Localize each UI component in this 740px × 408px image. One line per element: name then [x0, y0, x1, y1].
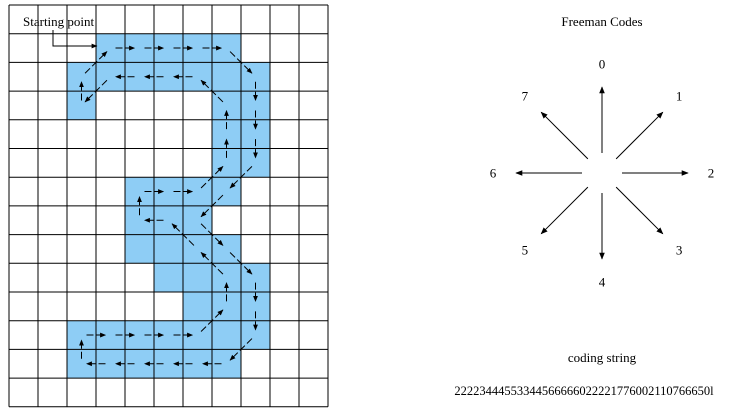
- chain-step-arrow: [229, 338, 253, 361]
- direction-7-arrow: [540, 111, 589, 160]
- freeman-codes-panel: Freeman Codes 0 1 2 3 4 5 6 7 coding string 222…: [454, 14, 714, 398]
- chain-step-arrow: [200, 223, 224, 246]
- direction-7-label: 7: [522, 88, 529, 103]
- chain-step-arrow: [84, 79, 108, 103]
- direction-5-label: 5: [522, 243, 529, 258]
- direction-3-label: 3: [676, 243, 683, 258]
- shape-cell: [154, 234, 183, 264]
- direction-6-label: 6: [490, 166, 497, 181]
- chain-step-arrow: [200, 309, 224, 332]
- chain-step-arrow: [200, 165, 224, 189]
- direction-1-arrow: [615, 111, 664, 160]
- chain-step-arrow: [200, 79, 224, 103]
- coding-string-label: coding string: [568, 350, 637, 365]
- chain-step-arrow: [171, 223, 195, 246]
- freeman-title: Freeman Codes: [561, 14, 642, 29]
- direction-1-label: 1: [676, 88, 683, 103]
- chain-step-arrow: [84, 51, 108, 74]
- grid-lines: [8, 4, 329, 408]
- direction-0-label: 0: [599, 57, 606, 72]
- direction-2-label: 2: [708, 166, 715, 181]
- grid-panel: Starting point: [8, 4, 329, 408]
- chain-step-arrow: [229, 252, 253, 275]
- shape-cell: [212, 62, 241, 92]
- direction-5-arrow: [540, 186, 589, 235]
- direction-3-arrow: [615, 186, 664, 235]
- coding-string-value: 2222344455334456666602222177600211076665…: [454, 384, 714, 398]
- starting-point-pointer: [52, 30, 98, 49]
- chain-step-arrow: [200, 252, 224, 275]
- shape-cell: [154, 263, 183, 292]
- shape-cell: [212, 320, 241, 350]
- boundary-chain-arrows: [79, 45, 258, 367]
- shape-cell: [125, 234, 154, 264]
- chain-step-arrow: [229, 51, 253, 74]
- direction-4-label: 4: [599, 275, 606, 290]
- chain-step-arrow: [229, 166, 253, 189]
- shape-cell: [183, 292, 212, 321]
- shape-cell: [183, 263, 212, 292]
- starting-point-label: Starting point: [23, 14, 95, 29]
- direction-compass: 0 1 2 3 4 5 6 7: [490, 57, 715, 290]
- chain-step-arrow: [200, 194, 224, 218]
